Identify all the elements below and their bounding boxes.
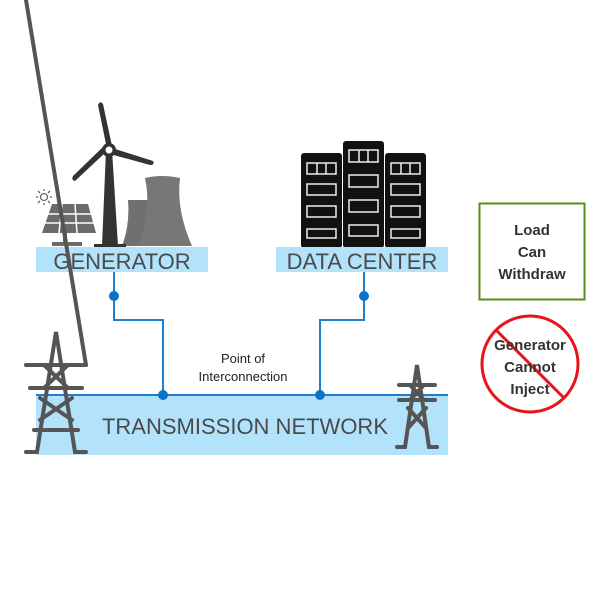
wind-turbine-icon bbox=[72, 102, 154, 248]
generator-poi-node bbox=[158, 390, 168, 400]
load-box-line1: Load bbox=[514, 222, 550, 239]
sun-icon bbox=[36, 189, 52, 205]
data-center-label-band bbox=[276, 247, 448, 272]
data-center-node bbox=[359, 291, 369, 301]
no-inject-line1: Generator bbox=[494, 337, 566, 354]
transmission-tower-icon-left bbox=[24, 0, 88, 454]
transmission-network-band bbox=[36, 395, 448, 455]
generator-icon bbox=[36, 102, 192, 248]
transmission-tower-icon-right bbox=[395, 364, 439, 449]
load-box-line2: Can bbox=[518, 244, 546, 261]
no-inject-line2: Cannot bbox=[504, 359, 556, 376]
generator-label: GENERATOR bbox=[53, 249, 190, 274]
data-center-label: DATA CENTER bbox=[287, 249, 438, 274]
load-can-withdraw-box bbox=[478, 202, 586, 301]
no-inject-line3: Inject bbox=[510, 381, 549, 398]
generator-node bbox=[109, 291, 119, 301]
data-center-connection-line bbox=[319, 272, 365, 395]
server-rack-icon bbox=[301, 141, 426, 248]
cooling-tower-icon bbox=[122, 176, 192, 246]
generator-connection-line bbox=[113, 272, 164, 395]
transmission-network-label: TRANSMISSION NETWORK bbox=[102, 414, 388, 439]
poi-label-line2: Interconnection bbox=[199, 369, 288, 384]
load-box-line3: Withdraw bbox=[498, 266, 566, 283]
data-center-poi-node bbox=[315, 390, 325, 400]
generator-label-band bbox=[36, 247, 208, 272]
poi-label-line1: Point of bbox=[221, 351, 265, 366]
solar-panel-icon bbox=[42, 204, 96, 246]
prohibited-icon bbox=[480, 314, 580, 414]
